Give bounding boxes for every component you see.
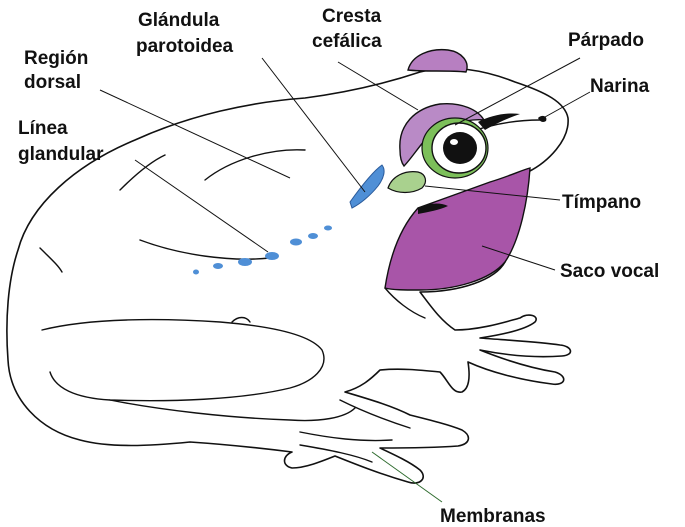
label-parpado: Párpado [568,30,644,51]
gland-dot [308,233,318,239]
label-membranas: Membranas [440,506,546,527]
gland-dot [324,226,332,231]
label-narina: Narina [590,76,650,97]
label-cresta-line1: Cresta [322,6,382,27]
gland-dot [290,239,302,246]
eye-highlight [450,139,458,145]
label-glandula-line2: parotoidea [136,36,234,57]
label-timpano: Tímpano [562,192,641,213]
cephalic-crest [408,50,467,72]
gland-dot [193,270,199,275]
gland-dot [238,258,252,266]
eye-pupil [443,132,477,164]
label-region-line1: Región [24,48,88,69]
label-linea-line1: Línea [18,118,68,139]
label-region-line2: dorsal [24,72,81,93]
label-saco-vocal: Saco vocal [560,261,659,282]
gland-dot [213,263,223,269]
leader-membranas [372,452,442,502]
label-glandula-line1: Glándula [138,10,220,31]
label-linea-line2: glandular [18,144,104,165]
gland-dot [265,252,279,260]
label-cresta-line2: cefálica [312,31,382,52]
